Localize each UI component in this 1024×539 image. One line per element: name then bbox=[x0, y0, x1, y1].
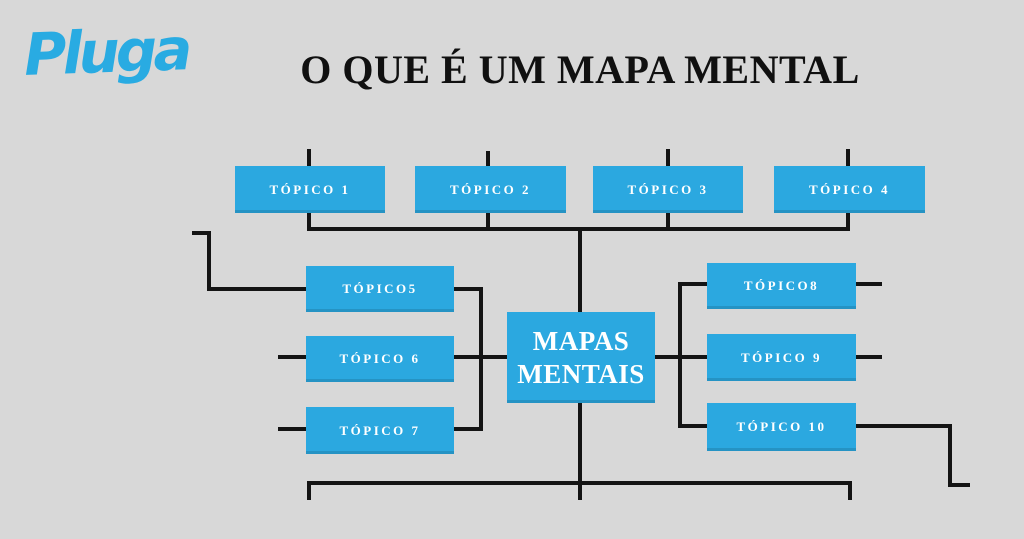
connector-line bbox=[846, 213, 850, 231]
connector-line bbox=[666, 213, 670, 231]
connector-line bbox=[192, 231, 211, 235]
node-topico-5: TÓPICO5 bbox=[306, 266, 454, 312]
node-topico-2: TÓPICO 2 bbox=[415, 166, 566, 213]
connector-line bbox=[846, 149, 850, 166]
connector-line bbox=[655, 355, 707, 359]
node-topico-3: TÓPICO 3 bbox=[593, 166, 743, 213]
node-mapas-mentais: MAPAS MENTAIS bbox=[507, 312, 655, 403]
connector-line bbox=[307, 227, 850, 231]
connector-line bbox=[454, 355, 507, 359]
connector-line bbox=[307, 212, 311, 231]
connector-line bbox=[454, 427, 483, 431]
node-topico-8: TÓPICO8 bbox=[707, 263, 856, 309]
node-topico-7: TÓPICO 7 bbox=[306, 407, 454, 454]
connector-line bbox=[479, 287, 483, 431]
connector-line bbox=[454, 287, 483, 291]
connector-line bbox=[307, 481, 852, 485]
node-topico-10: TÓPICO 10 bbox=[707, 403, 856, 451]
node-topico-9: TÓPICO 9 bbox=[707, 334, 856, 381]
connector-line bbox=[578, 231, 582, 312]
node-topico-4: TÓPICO 4 bbox=[774, 166, 925, 213]
connector-line bbox=[856, 355, 882, 359]
connector-line bbox=[207, 287, 306, 291]
connector-line bbox=[307, 481, 311, 500]
connector-line bbox=[307, 149, 311, 166]
connector-line bbox=[948, 483, 970, 487]
connector-line bbox=[678, 424, 707, 428]
connector-line bbox=[486, 213, 490, 231]
pluga-logo: Pluga bbox=[22, 15, 190, 89]
connector-line bbox=[207, 231, 211, 291]
node-topico-6: TÓPICO 6 bbox=[306, 336, 454, 382]
connector-line bbox=[578, 403, 582, 500]
connector-line bbox=[856, 424, 952, 428]
page-title: O QUE É UM MAPA MENTAL bbox=[300, 47, 860, 92]
connector-line bbox=[856, 282, 882, 286]
connector-line bbox=[948, 424, 952, 487]
connector-line bbox=[486, 151, 490, 167]
connector-line bbox=[666, 149, 670, 166]
connector-line bbox=[278, 355, 306, 359]
node-topico-1: TÓPICO 1 bbox=[235, 166, 385, 213]
connector-line bbox=[678, 282, 707, 286]
connector-line bbox=[278, 427, 306, 431]
connector-line bbox=[848, 481, 852, 500]
